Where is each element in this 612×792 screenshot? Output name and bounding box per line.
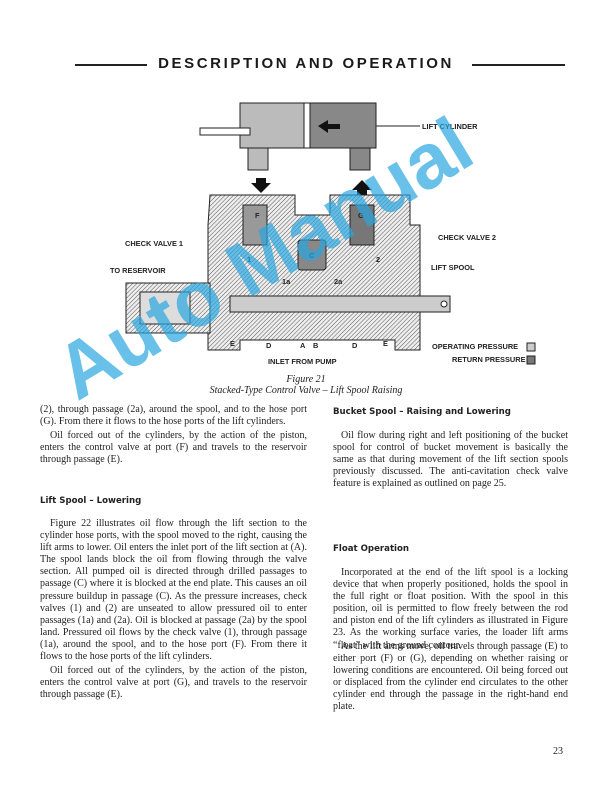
svg-text:D: D: [266, 341, 272, 350]
svg-text:E: E: [230, 339, 235, 348]
svg-text:C: C: [309, 251, 315, 260]
svg-text:B: B: [313, 341, 318, 350]
lift-cylinder: [199, 102, 420, 171]
left-column-lower: Figure 22 illustrates oil flow through t…: [40, 518, 307, 701]
valve-body: [125, 194, 451, 351]
figure-21-diagram: LIFT CYLINDER CHECK VALVE 1 CHECK VALVE …: [110, 102, 536, 366]
svg-text:INLET FROM PUMP: INLET FROM PUMP: [268, 357, 337, 366]
svg-text:F: F: [255, 211, 260, 220]
svg-text:RETURN PRESSURE: RETURN PRESSURE: [452, 355, 526, 364]
operating-pressure-swatch: [526, 342, 536, 352]
heading-bucket-spool: Bucket Spool – Raising and Lowering: [333, 407, 511, 417]
svg-text:TO RESERVOIR: TO RESERVOIR: [110, 266, 166, 275]
svg-text:D: D: [352, 341, 358, 350]
page-title: DESCRIPTION AND OPERATION: [158, 55, 454, 72]
heading-lift-spool-lowering: Lift Spool – Lowering: [40, 496, 142, 506]
left-paragraph-3: Figure 22 illustrates oil flow through t…: [40, 518, 307, 663]
up-arrow-icon: [352, 180, 372, 195]
figure-caption: Stacked-Type Control Valve – Lift Spool …: [209, 385, 403, 396]
left-paragraph-2: Oil forced out of the cylinders, by the …: [40, 430, 307, 466]
heading-float-operation: Float Operation: [333, 544, 410, 554]
svg-text:G: G: [358, 211, 364, 220]
svg-text:2: 2: [376, 255, 380, 264]
svg-text:CHECK VALVE 1: CHECK VALVE 1: [125, 239, 183, 248]
right-paragraph-1: Oil flow during right and left positioni…: [333, 430, 568, 490]
left-column: (2), through passage (2a), around the sp…: [40, 404, 307, 466]
svg-text:E: E: [383, 339, 388, 348]
figure-number: Figure 21: [286, 374, 326, 385]
svg-text:1a: 1a: [282, 277, 291, 286]
left-paragraph-4: Oil forced out of the cylinders, by the …: [40, 665, 307, 701]
svg-text:CHECK VALVE 2: CHECK VALVE 2: [438, 233, 496, 242]
return-pressure-swatch: [526, 355, 536, 365]
svg-text:OPERATING PRESSURE: OPERATING PRESSURE: [432, 342, 518, 351]
title-rule-right: [472, 64, 565, 66]
svg-text:2a: 2a: [334, 277, 343, 286]
svg-text:A: A: [300, 341, 306, 350]
right-paragraph-2: Incorporated at the end of the lift spoo…: [333, 567, 568, 651]
svg-text:LIFT CYLINDER: LIFT CYLINDER: [422, 122, 478, 131]
svg-text:LIFT SPOOL: LIFT SPOOL: [431, 263, 475, 272]
title-rule-left: [75, 64, 147, 66]
down-arrow-icon: [251, 178, 271, 193]
page-number: 23: [553, 746, 563, 757]
left-paragraph-1: (2), through passage (2a), around the sp…: [40, 404, 307, 428]
svg-text:1: 1: [247, 255, 251, 264]
right-paragraph-3: As the lift arms move, oil travels throu…: [333, 641, 568, 713]
